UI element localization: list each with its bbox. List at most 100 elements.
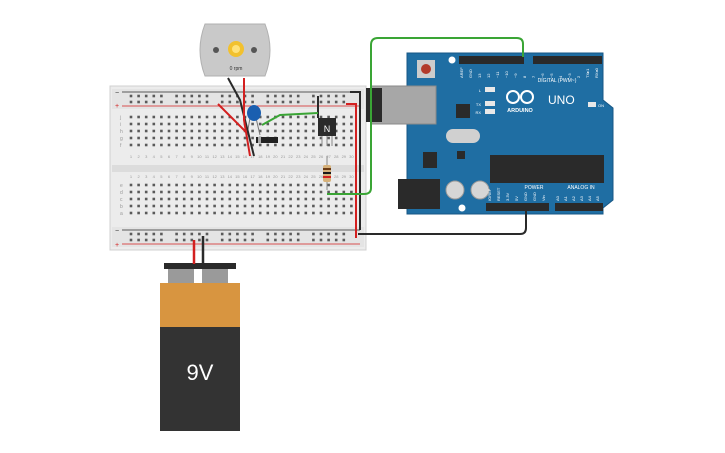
breadboard-hole[interactable] <box>296 183 300 187</box>
breadboard-hole[interactable] <box>342 190 346 194</box>
breadboard-hole[interactable] <box>334 122 338 126</box>
rail-hole[interactable] <box>266 100 270 104</box>
breadboard-hole[interactable] <box>137 136 140 140</box>
breadboard-hole[interactable] <box>228 143 232 147</box>
breadboard-hole[interactable] <box>160 122 163 126</box>
rail-hole[interactable] <box>312 232 315 236</box>
rail-hole[interactable] <box>220 94 224 98</box>
breadboard-hole[interactable] <box>251 204 254 208</box>
breadboard-hole[interactable] <box>228 136 232 140</box>
rail-hole[interactable] <box>190 94 194 98</box>
rail-hole[interactable] <box>220 232 224 236</box>
breadboard-hole[interactable] <box>137 190 140 194</box>
breadboard-hole[interactable] <box>228 197 232 201</box>
breadboard-hole[interactable] <box>319 115 323 119</box>
breadboard-hole[interactable] <box>350 122 353 126</box>
breadboard-hole[interactable] <box>342 183 346 187</box>
breadboard-hole[interactable] <box>129 190 133 194</box>
rail-hole[interactable] <box>319 232 323 236</box>
breadboard-hole[interactable] <box>220 115 224 119</box>
rail-hole[interactable] <box>274 94 277 98</box>
breadboard-hole[interactable] <box>228 190 232 194</box>
breadboard-hole[interactable] <box>258 197 262 201</box>
rail-hole[interactable] <box>152 94 156 98</box>
breadboard-hole[interactable] <box>144 190 148 194</box>
breadboard-hole[interactable] <box>258 204 262 208</box>
rail-hole[interactable] <box>198 100 201 104</box>
rail-hole[interactable] <box>144 232 148 236</box>
breadboard-hole[interactable] <box>213 211 216 215</box>
breadboard-hole[interactable] <box>274 190 277 194</box>
rail-hole[interactable] <box>175 94 178 98</box>
breadboard-hole[interactable] <box>152 211 156 215</box>
breadboard-hole[interactable] <box>190 183 194 187</box>
green-jumper-board[interactable] <box>261 112 319 126</box>
breadboard-hole[interactable] <box>334 143 338 147</box>
breadboard-hole[interactable] <box>144 211 148 215</box>
breadboard-hole[interactable] <box>289 122 292 126</box>
rail-hole[interactable] <box>160 238 163 242</box>
rail-hole[interactable] <box>342 238 346 242</box>
breadboard-hole[interactable] <box>258 183 262 187</box>
breadboard-hole[interactable] <box>258 143 262 147</box>
black-ground-wire[interactable] <box>358 211 527 235</box>
breadboard-hole[interactable] <box>175 190 178 194</box>
rail-hole[interactable] <box>312 238 315 242</box>
rail-hole[interactable] <box>152 238 156 242</box>
breadboard-hole[interactable] <box>182 183 186 187</box>
rail-hole[interactable] <box>327 238 330 242</box>
breadboard-hole[interactable] <box>312 143 315 147</box>
breadboard-holes[interactable] <box>129 94 353 242</box>
breadboard-hole[interactable] <box>137 143 140 147</box>
breadboard-hole[interactable] <box>236 115 239 119</box>
breadboard-hole[interactable] <box>213 183 216 187</box>
breadboard-hole[interactable] <box>205 183 209 187</box>
breadboard-hole[interactable] <box>289 211 292 215</box>
breadboard-hole[interactable] <box>137 115 140 119</box>
breadboard-hole[interactable] <box>182 211 186 215</box>
breadboard-hole[interactable] <box>175 211 178 215</box>
breadboard-hole[interactable] <box>198 136 201 140</box>
breadboard-hole[interactable] <box>312 211 315 215</box>
breadboard-hole[interactable] <box>190 115 194 119</box>
breadboard-hole[interactable] <box>258 211 262 215</box>
breadboard-hole[interactable] <box>182 143 186 147</box>
breadboard-hole[interactable] <box>175 197 178 201</box>
breadboard-hole[interactable] <box>213 136 216 140</box>
breadboard-hole[interactable] <box>334 197 338 201</box>
breadboard-hole[interactable] <box>251 190 254 194</box>
breadboard-hole[interactable] <box>175 183 178 187</box>
breadboard-hole[interactable] <box>220 129 224 133</box>
breadboard-hole[interactable] <box>205 136 209 140</box>
breadboard-hole[interactable] <box>236 143 239 147</box>
rail-hole[interactable] <box>251 94 254 98</box>
breadboard-hole[interactable] <box>327 136 330 140</box>
breadboard-hole[interactable] <box>144 122 148 126</box>
breadboard-hole[interactable] <box>198 122 201 126</box>
rail-hole[interactable] <box>182 94 186 98</box>
breadboard-hole[interactable] <box>198 183 201 187</box>
rail-hole[interactable] <box>334 100 338 104</box>
breadboard-hole[interactable] <box>319 136 323 140</box>
rail-hole[interactable] <box>175 232 178 236</box>
breadboard-hole[interactable] <box>213 122 216 126</box>
rail-hole[interactable] <box>236 232 239 236</box>
breadboard-hole[interactable] <box>182 190 186 194</box>
rail-hole[interactable] <box>289 94 292 98</box>
rail-hole[interactable] <box>228 238 232 242</box>
breadboard-hole[interactable] <box>251 197 254 201</box>
breadboard-hole[interactable] <box>190 129 194 133</box>
breadboard-hole[interactable] <box>342 115 346 119</box>
breadboard-hole[interactable] <box>350 211 353 215</box>
breadboard-hole[interactable] <box>274 143 277 147</box>
breadboard-hole[interactable] <box>296 136 300 140</box>
rail-hole[interactable] <box>334 238 338 242</box>
breadboard-hole[interactable] <box>281 204 285 208</box>
breadboard-hole[interactable] <box>266 115 270 119</box>
rail-hole[interactable] <box>236 100 239 104</box>
breadboard-hole[interactable] <box>350 183 353 187</box>
rail-hole[interactable] <box>296 238 300 242</box>
breadboard-hole[interactable] <box>160 129 163 133</box>
breadboard-hole[interactable] <box>296 122 300 126</box>
breadboard-hole[interactable] <box>152 136 156 140</box>
